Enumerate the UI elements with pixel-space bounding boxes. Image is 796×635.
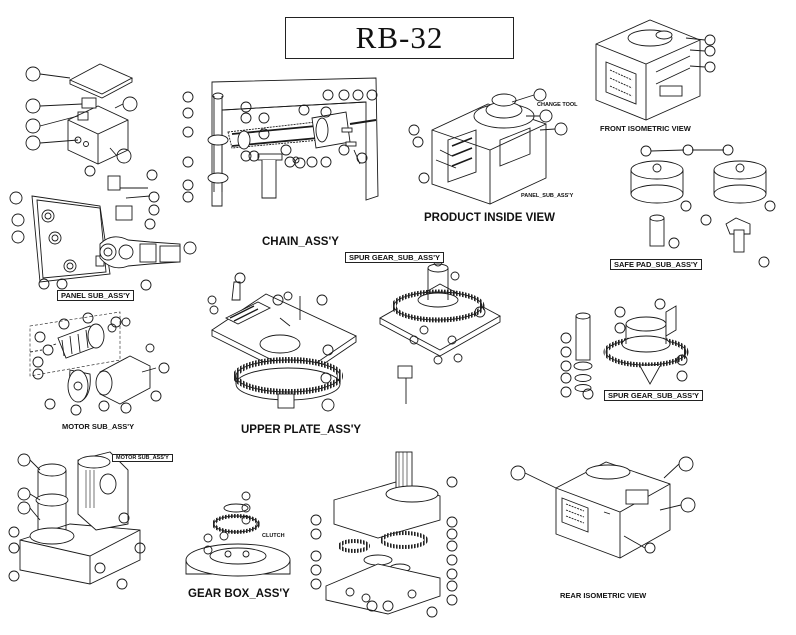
spur-gear-center-drawing [379,257,501,404]
caption-panel-sub-assy-small: PANEL_SUB_ASS'Y [521,193,574,199]
spur-gear-right-drawing [560,298,689,400]
motor-sub-assembly-drawing [29,311,170,416]
rear-isometric-drawing [510,456,696,559]
caption-safe-pad-sub-assy: SAFE PAD_SUB_ASS'Y [610,259,702,270]
caption-chain-assy: CHAIN_ASS'Y [262,236,339,248]
motor-gearbox-drawing [8,451,146,590]
caption-motor-sub-assy-small: MOTOR SUB_ASS'Y [112,454,173,462]
caption-front-isometric-view: FRONT ISOMETRIC VIEW [600,124,691,133]
note-change-tool: CHANGE TOOL [537,102,578,108]
caption-upper-plate-assy: UPPER PLATE_ASS'Y [241,424,362,436]
gear-box-exploded-drawing [310,451,458,618]
panel-sub-assembly-drawing [9,165,197,291]
caption-product-inside-view: PRODUCT INSIDE VIEW [424,212,555,224]
front-isometric-drawing [595,19,716,121]
caption-gear-box-assy: GEAR BOX_ASS'Y [188,588,290,600]
caption-panel-sub-assy: PANEL SUB_ASS'Y [57,290,135,301]
caption-rear-isometric-view: REAR ISOMETRIC VIEW [560,591,647,600]
note-clutch: CLUTCH [262,533,285,539]
upper-plate-drawing [207,272,357,412]
control-box-drawing [25,63,138,165]
caption-spur-gear-sub-assy-top: SPUR GEAR_SUB_ASS'Y [345,252,444,263]
title-box: RB-32 [285,17,514,59]
caption-motor-sub-assy: MOTOR SUB_ASS'Y [62,422,135,431]
gear-box-drawing [185,491,291,577]
caption-spur-gear-sub-assy-right: SPUR GEAR_SUB_ASS'Y [604,390,703,401]
chain-assembly-drawing [182,77,379,207]
page-title: RB-32 [355,20,444,55]
safe-pad-drawing [630,144,776,268]
product-inside-view-drawing [408,88,568,205]
